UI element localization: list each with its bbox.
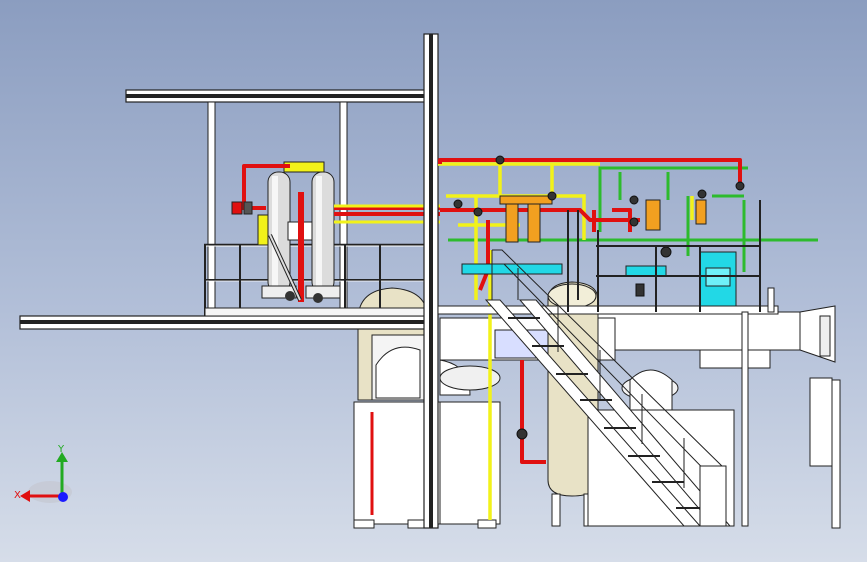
left-red-piping bbox=[232, 164, 440, 216]
yellow-piping bbox=[438, 162, 694, 520]
z-axis-dot bbox=[58, 492, 68, 502]
left-valves bbox=[231, 201, 253, 215]
valves-and-gauges bbox=[453, 155, 745, 440]
access-stairs bbox=[484, 249, 732, 527]
main-steel-column bbox=[423, 33, 439, 529]
cyan-equipment bbox=[461, 251, 737, 309]
left-storage-tank bbox=[357, 287, 429, 401]
right-platform bbox=[437, 200, 779, 527]
exhaust-duct bbox=[594, 305, 841, 529]
coordinate-triad: Y X bbox=[14, 444, 72, 503]
y-axis-label: Y bbox=[57, 444, 65, 455]
twin-dryer-vessels bbox=[257, 161, 341, 303]
x-axis-label: X bbox=[14, 490, 21, 501]
orange-filters bbox=[499, 195, 707, 243]
